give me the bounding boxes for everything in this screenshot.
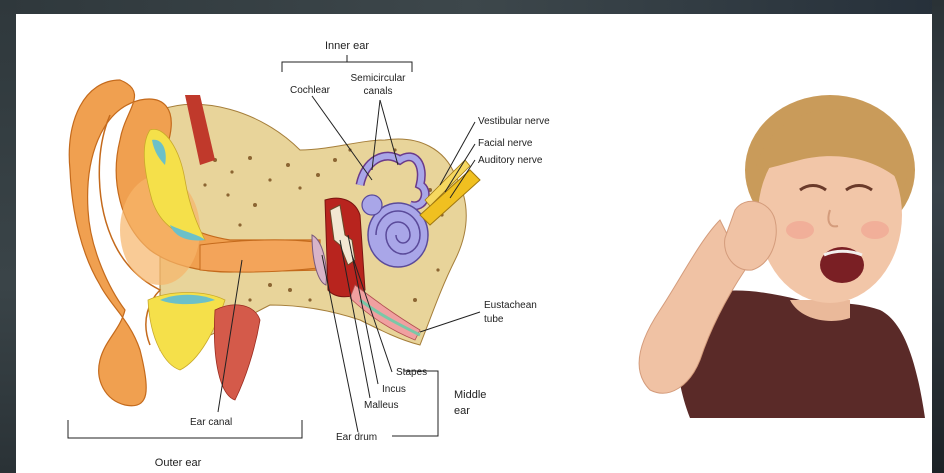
label-outer-ear: Outer ear [155,457,202,469]
ear-canal-shape [200,240,318,272]
ear-anatomy-illustration [69,80,480,406]
label-semicircular: Semicircular [350,73,406,84]
background-bar-right [932,0,944,473]
crying-toddler-photo [639,95,925,418]
label-auditory-nerve: Auditory nerve [478,155,543,166]
label-middle: Middle [454,389,486,401]
label-facial-nerve: Facial nerve [478,138,533,149]
background-bar-left [0,0,16,473]
label-inner-ear: Inner ear [325,40,369,52]
label-eustachean: Eustachean [484,300,537,311]
toddler-cheek-left [786,221,814,239]
label-cochlear: Cochlear [290,85,331,96]
label-ear-canal: Ear canal [190,417,232,428]
label-ear: ear [454,405,470,417]
label-canals: canals [364,86,393,97]
background-bar-top [0,0,944,14]
label-ear-drum: Ear drum [336,432,377,443]
muscle-lower [214,305,260,400]
toddler-cheek-right [861,221,889,239]
label-tube: tube [484,314,504,325]
slide-content: Inner ear Cochlear Semicircular canals V… [16,14,932,473]
label-vestibular-nerve: Vestibular nerve [478,116,550,127]
label-incus: Incus [382,384,406,395]
ear-anatomy-diagram: Inner ear Cochlear Semicircular canals V… [16,14,932,473]
label-malleus: Malleus [364,400,398,411]
label-stapes: Stapes [396,367,427,378]
